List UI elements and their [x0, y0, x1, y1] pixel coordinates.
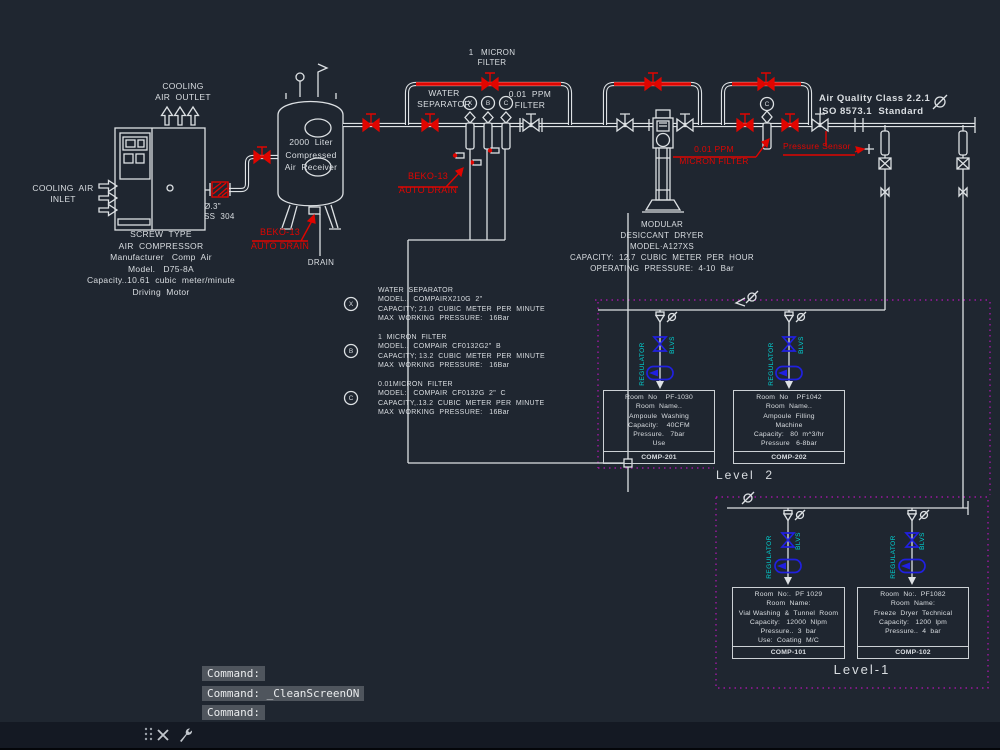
regulator-label-2: REGULATOR — [767, 342, 775, 386]
blvs-label-1: BLVS — [668, 336, 676, 354]
screw-air-compressor — [98, 105, 206, 231]
spec-tag-b: B — [348, 348, 354, 355]
spec-tag-c: C — [348, 395, 354, 402]
regulator-label-4: REGULATOR — [889, 535, 897, 579]
command-line-palette — [0, 722, 1000, 748]
room-footer: COMP-201 — [604, 451, 714, 463]
drain-label: DRAIN — [307, 258, 335, 267]
level-boundaries — [595, 299, 991, 689]
filter-tag-c: C — [503, 100, 509, 107]
room-footer: COMP-202 — [734, 451, 844, 463]
command-history-line-2: Command: _CleanScreenON — [202, 686, 365, 701]
pressure-sensor-label: Pressure Sensor — [783, 141, 851, 151]
level1-branch — [727, 501, 969, 585]
command-history-line-3: Command: — [202, 705, 265, 720]
room-footer: COMP-102 — [858, 646, 968, 658]
level-1-label: Level-1 — [833, 662, 891, 677]
red-leaders — [252, 131, 866, 242]
close-icon[interactable] — [157, 729, 169, 741]
blvs-label-4: BLVS — [918, 532, 926, 550]
air-receiver-tank — [277, 63, 344, 256]
spec-circles — [343, 296, 359, 406]
header-drop-lines — [878, 125, 970, 508]
diameter-symbols — [734, 94, 948, 505]
room-footer: COMP-101 — [733, 646, 844, 658]
branch-devices — [646, 311, 930, 574]
regulator-label-1: REGULATOR — [638, 342, 646, 386]
desiccant-dryer — [642, 109, 684, 213]
red-valves — [362, 72, 799, 133]
command-history-line-1: Command: — [202, 666, 265, 681]
pipe-spec-label: Ø.3"SS 304 — [204, 202, 235, 221]
inline-filters — [452, 95, 514, 166]
filter-tag-b: B — [485, 100, 491, 107]
blvs-label-3: BLVS — [794, 532, 802, 550]
white-valves — [519, 113, 864, 133]
filter-tag-x: X — [467, 100, 473, 107]
regulator-label-3: REGULATOR — [765, 535, 773, 579]
drain-lines — [407, 149, 633, 492]
compressor-discharge-pipe — [205, 146, 278, 198]
spec-tag-x: X — [348, 301, 354, 308]
blvs-label-2: BLVS — [797, 336, 805, 354]
palette-grip-handle[interactable] — [142, 726, 156, 744]
wrench-icon[interactable] — [177, 726, 195, 744]
filter-tag-c2: C — [764, 101, 770, 108]
valve-tank-inlet — [253, 146, 271, 165]
level-2-label: Level 2 — [716, 468, 775, 482]
screen-edge — [0, 748, 1000, 750]
